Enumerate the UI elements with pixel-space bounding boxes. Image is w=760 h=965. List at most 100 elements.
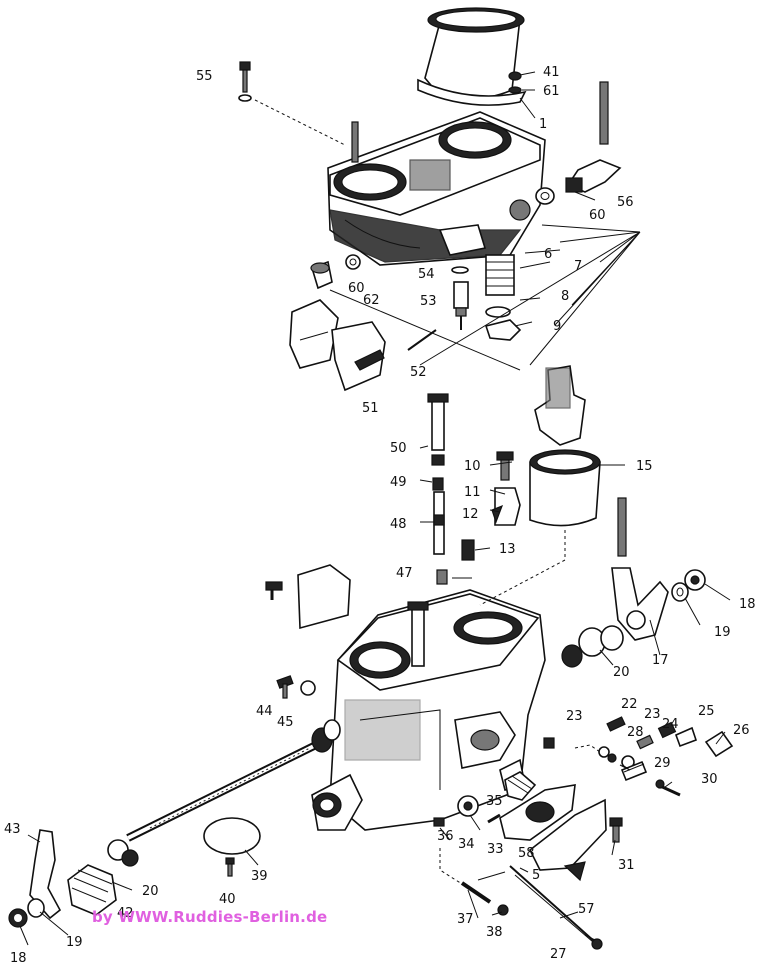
label-38: 38 — [486, 925, 503, 940]
label-18: 18 — [739, 597, 756, 612]
label-48: 48 — [390, 517, 407, 532]
label-28: 28 — [627, 725, 644, 740]
label-39: 39 — [251, 869, 268, 884]
label-9: 9 — [553, 319, 561, 334]
label-47: 47 — [396, 566, 413, 581]
emulsion-tube-part — [427, 393, 449, 585]
label-50: 50 — [390, 441, 407, 456]
label-49: 49 — [390, 475, 407, 490]
spacer-20-part — [561, 625, 624, 668]
bracket-part — [265, 564, 351, 630]
needle-valve-53-part — [451, 266, 469, 330]
label-35: 35 — [486, 794, 503, 809]
throttle-lever-17-part — [611, 497, 669, 641]
pin-52-part — [407, 329, 437, 351]
label-56: 56 — [617, 195, 634, 210]
label-31: 31 — [618, 858, 635, 873]
dashed-line-venturi — [479, 530, 566, 606]
label-37: 37 — [457, 912, 474, 927]
idle-jet-part — [457, 795, 501, 824]
label-24: 24 — [662, 717, 679, 732]
label-55: 55 — [196, 69, 213, 84]
label-27: 27 — [550, 947, 567, 962]
label-62: 62 — [363, 293, 380, 308]
label-29: 29 — [654, 756, 671, 771]
label-60: 60 — [589, 208, 606, 223]
label-17: 17 — [652, 653, 669, 668]
float-51-part — [289, 299, 386, 392]
dashed-line-jet — [439, 848, 463, 885]
label-20-b: 20 — [142, 884, 159, 899]
carburetor-cover-part — [327, 111, 546, 266]
throttle-plate-39-part — [203, 817, 261, 877]
label-18-b: 18 — [10, 951, 27, 965]
label-41: 41 — [543, 65, 560, 80]
plug-9-part — [484, 319, 522, 341]
label-1: 1 — [539, 117, 547, 132]
label-5: 5 — [532, 868, 540, 883]
filter-7-part — [485, 254, 515, 296]
carburetor-body-part — [311, 589, 555, 831]
label-57: 57 — [578, 902, 595, 917]
throttle-shaft-part — [107, 719, 341, 867]
label-13: 13 — [499, 542, 516, 557]
label-30: 30 — [701, 772, 718, 787]
label-26: 26 — [733, 723, 750, 738]
label-43: 43 — [4, 822, 21, 837]
dashed-line-55 — [254, 99, 346, 146]
label-25: 25 — [698, 704, 715, 719]
label-42: 42 — [117, 906, 134, 921]
fuel-inlet-56-part — [565, 159, 622, 193]
label-20: 20 — [613, 665, 630, 680]
washer-60b-part — [345, 254, 361, 270]
label-34: 34 — [458, 837, 475, 852]
leader-lines-top — [329, 71, 641, 371]
credit-watermark: by WWW.Ruddies-Berlin.de — [92, 908, 328, 926]
label-52: 52 — [410, 365, 427, 380]
lever-43-part — [29, 829, 117, 920]
label-11: 11 — [464, 485, 481, 500]
label-7: 7 — [574, 259, 582, 274]
label-44: 44 — [256, 704, 273, 719]
venturi-15-part — [529, 365, 601, 527]
label-61: 61 — [543, 84, 560, 99]
label-19: 19 — [714, 625, 731, 640]
screw-44-part — [276, 675, 294, 699]
dashed-line-pump — [574, 744, 601, 753]
label-23-b: 23 — [644, 707, 661, 722]
label-15: 15 — [636, 459, 653, 474]
label-10: 10 — [464, 459, 481, 474]
leader-lines-bottom — [19, 445, 731, 946]
air-horn-part — [417, 7, 527, 106]
label-58: 58 — [518, 846, 535, 861]
label-60-b: 60 — [348, 281, 365, 296]
label-53: 53 — [420, 294, 437, 309]
gasket-8-part — [485, 306, 511, 318]
plug-62-part — [310, 260, 333, 290]
stud-part — [599, 81, 609, 145]
washer-19b-part — [27, 898, 45, 918]
label-23: 23 — [566, 709, 583, 724]
label-22: 22 — [621, 697, 638, 712]
label-40: 40 — [219, 892, 236, 907]
label-12: 12 — [462, 507, 479, 522]
pump-cover-part — [499, 771, 623, 882]
jet-assembly-part — [461, 451, 521, 561]
screw-55-part — [238, 61, 252, 102]
nut-18b-part — [8, 908, 28, 928]
nut-18-part — [684, 569, 706, 591]
label-6: 6 — [544, 247, 552, 262]
washer-19-part — [671, 582, 689, 602]
label-8: 8 — [561, 289, 569, 304]
nut-45-part — [300, 680, 316, 696]
label-36: 36 — [437, 829, 454, 844]
label-19-b: 19 — [66, 935, 83, 950]
label-51: 51 — [362, 401, 379, 416]
pump-parts-22-30 — [598, 716, 734, 797]
label-33: 33 — [487, 842, 504, 857]
pump-jet-37-part — [433, 817, 509, 916]
label-45: 45 — [277, 715, 294, 730]
label-54: 54 — [418, 267, 435, 282]
